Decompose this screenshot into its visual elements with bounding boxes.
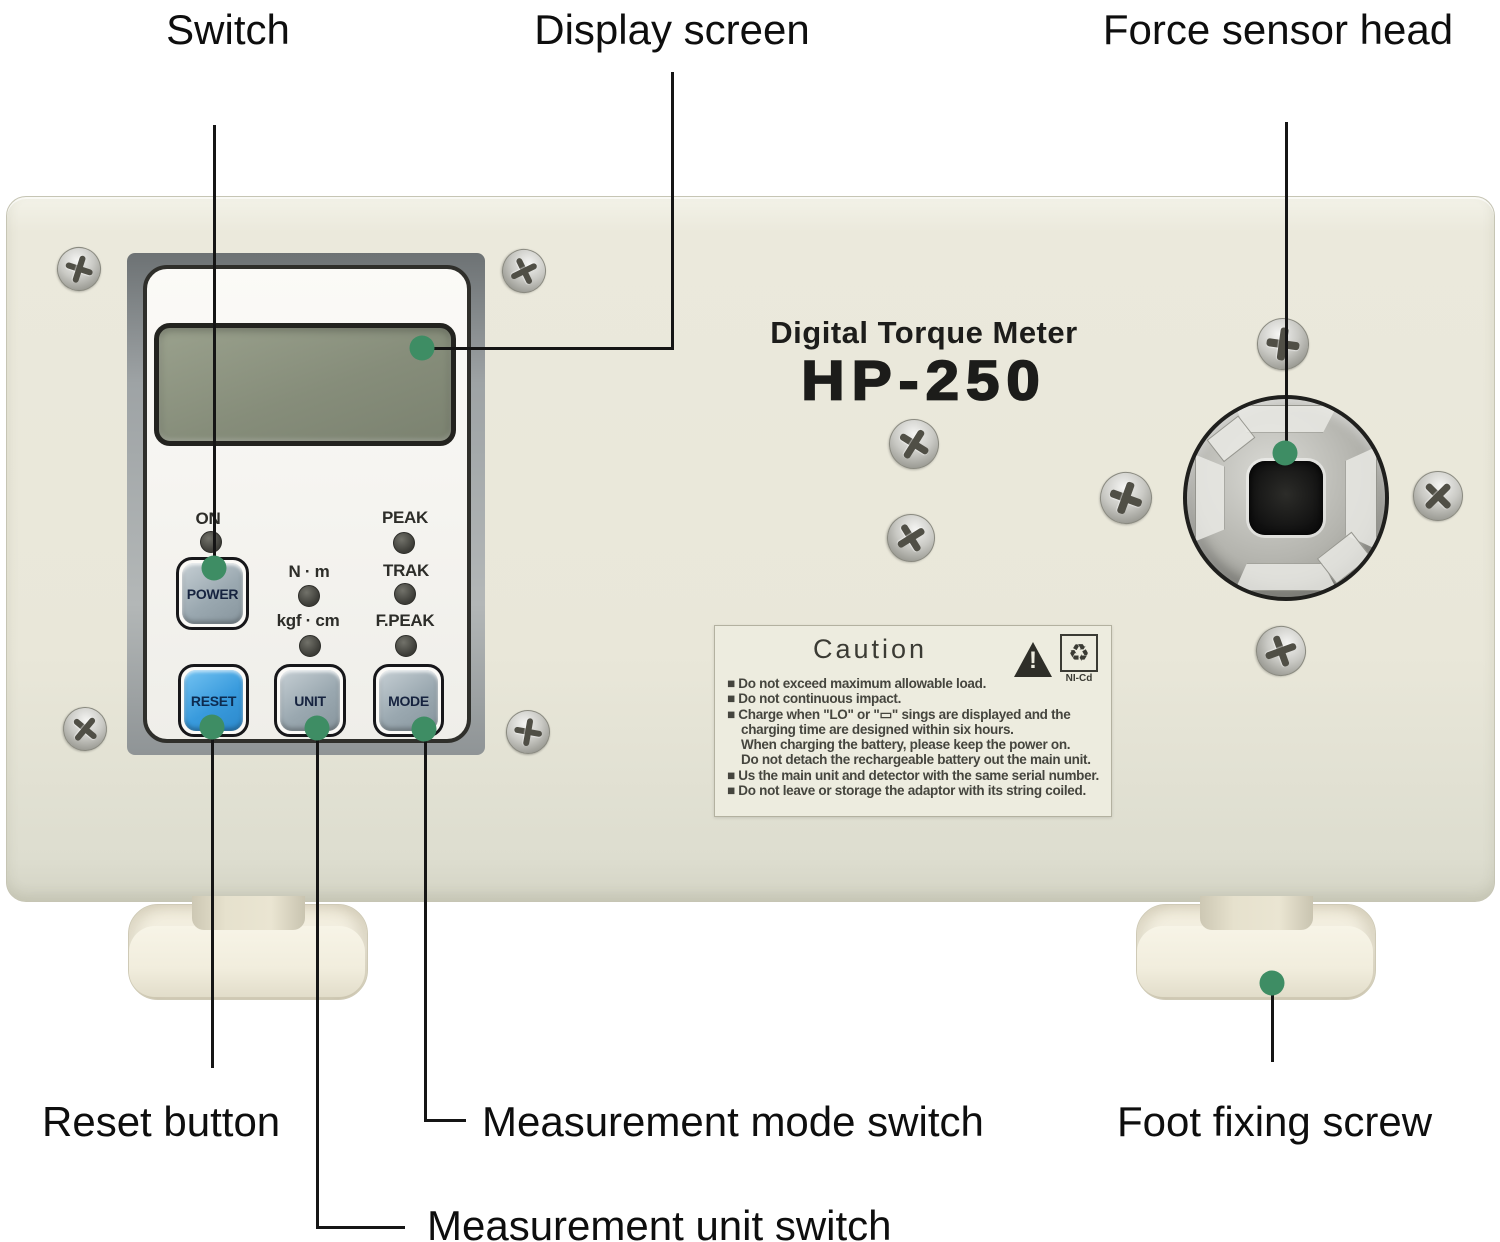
unit-callout-line-v (316, 740, 319, 1229)
callout-dot-foot (1259, 970, 1285, 996)
power-button-label: POWER (182, 563, 243, 624)
fpeak-led (395, 635, 417, 657)
on-label: ON (195, 509, 221, 528)
caution-line: Do not detach the rechargeable battery o… (741, 752, 1091, 768)
force-sensor-callout-line (1285, 122, 1288, 455)
left-foot (128, 896, 368, 1006)
callout-dot-power (201, 555, 227, 581)
lcd-display (154, 323, 456, 446)
callout-dot-mode (411, 716, 437, 742)
screw-icon (877, 504, 945, 572)
trak-label: TRAK (382, 561, 430, 580)
kgfcm-label: kgf · cm (276, 611, 340, 630)
recycle-icon: ♻ (1060, 634, 1098, 672)
caution-line: When charging the battery, please keep t… (741, 737, 1071, 753)
screw-icon (51, 241, 107, 297)
caution-line: ■ Do not continuous impact. (727, 691, 902, 707)
measurement-mode-switch-label: Measurement mode switch (482, 1098, 984, 1145)
screw-icon (1402, 460, 1474, 532)
caution-line: ■ Do not exceed maximum allowable load. (727, 676, 987, 691)
on-led (200, 531, 222, 553)
screw-icon (502, 706, 554, 758)
fpeak-label: F.PEAK (375, 611, 435, 630)
foot-callout-line (1271, 992, 1274, 1062)
screw-icon (54, 698, 116, 760)
peak-label: PEAK (381, 508, 429, 527)
caution-line: charging time are designed within six ho… (741, 721, 1014, 737)
callout-dot-sensor (1272, 440, 1298, 466)
switch-callout-line (213, 125, 216, 568)
callout-dot-display (409, 335, 435, 361)
trak-led (394, 583, 416, 605)
foot-fixing-screw-label: Foot fixing screw (1117, 1098, 1433, 1145)
caution-line: ■ Us the main unit and detector with the… (727, 767, 1099, 783)
caution-text: ■ Do not exceed maximum allowable load. … (727, 676, 1107, 798)
nicd-label: NI-Cd (1065, 673, 1093, 684)
unit-callout-line-h (316, 1226, 405, 1229)
nm-led (298, 585, 320, 607)
reset-callout-line (211, 738, 214, 1068)
measurement-unit-switch-label: Measurement unit switch (427, 1202, 892, 1242)
torque-meter-body: ON PEAK N · m TRAK kgf · cm F.PEAK POWER… (6, 196, 1495, 902)
switch-label: Switch (166, 6, 290, 53)
nm-label: N · m (288, 562, 330, 581)
screw-icon (494, 241, 554, 301)
screw-icon (879, 409, 949, 479)
callout-dot-reset (199, 714, 225, 740)
reset-button-callout-label: Reset button (42, 1098, 281, 1145)
square-drive-socket (1249, 461, 1323, 535)
caution-line: ■ Do not leave or storage the adaptor wi… (727, 783, 1086, 799)
display-callout-line-v (671, 72, 674, 350)
model-text: HP-250 (800, 349, 1047, 412)
kgfcm-led (299, 635, 321, 657)
foot-stem (192, 896, 305, 930)
brand-text: Digital Torque Meter (770, 315, 1078, 350)
mode-callout-line-h (424, 1119, 466, 1122)
caution-title: Caution (812, 634, 928, 664)
caution-sticker: Caution ♻ NI-Cd ■ Do not exceed maximum … (714, 625, 1112, 817)
screw-icon (1253, 314, 1313, 374)
display-callout-line-h (430, 347, 674, 350)
screw-icon (1248, 618, 1314, 684)
display-screen-label: Display screen (534, 6, 810, 53)
foot-stem (1200, 896, 1313, 930)
peak-led (393, 532, 415, 554)
force-sensor-head-label: Force sensor head (1102, 6, 1454, 53)
right-foot (1136, 896, 1376, 1006)
mode-callout-line-v (424, 740, 427, 1122)
callout-dot-unit (304, 715, 330, 741)
caution-line: ■ Charge when "LO" or "▭" sings are disp… (727, 706, 1071, 722)
screw-icon (1092, 464, 1160, 532)
